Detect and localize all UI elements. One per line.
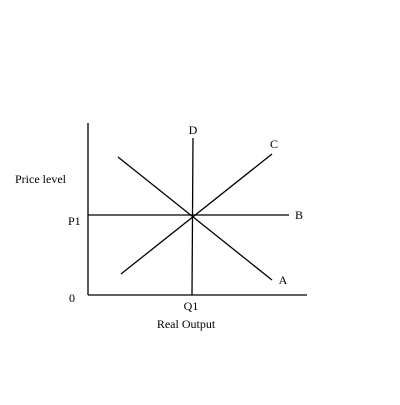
curve-a-downward [117,156,273,281]
curve-c-upward [120,153,273,275]
y-axis-label: Price level [15,172,67,186]
curve-a-label: A [279,273,288,287]
x-axis-label: Real Output [157,317,216,331]
curve-d-label: D [189,123,198,137]
origin-label: 0 [69,291,75,305]
price-marker-label: P1 [68,214,81,228]
curve-b-label: B [295,208,303,222]
quantity-marker-label: Q1 [184,299,199,313]
curve-c-label: C [270,137,278,151]
